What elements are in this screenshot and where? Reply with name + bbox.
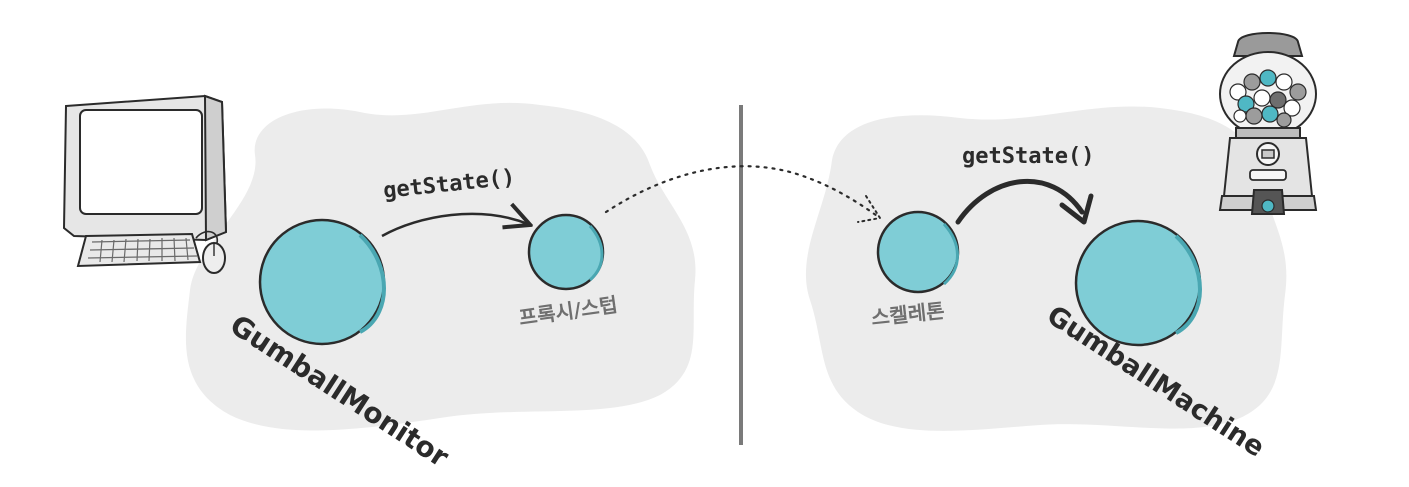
computer-icon	[62, 94, 228, 247]
server-heap-blob	[805, 106, 1287, 431]
skeleton-call-arrow	[955, 178, 1085, 225]
mouse-icon	[195, 230, 226, 274]
client-heap-blob	[185, 102, 696, 431]
network-connection-dotted	[604, 165, 882, 220]
gumball-machine-icon	[1218, 32, 1318, 215]
skeleton-call-label: getState()	[962, 144, 1094, 169]
keyboard-icon	[76, 232, 202, 268]
skeleton-call-arrowhead	[1059, 193, 1094, 225]
dotted-arrowhead	[857, 195, 882, 223]
client-call-arrow	[381, 214, 528, 238]
